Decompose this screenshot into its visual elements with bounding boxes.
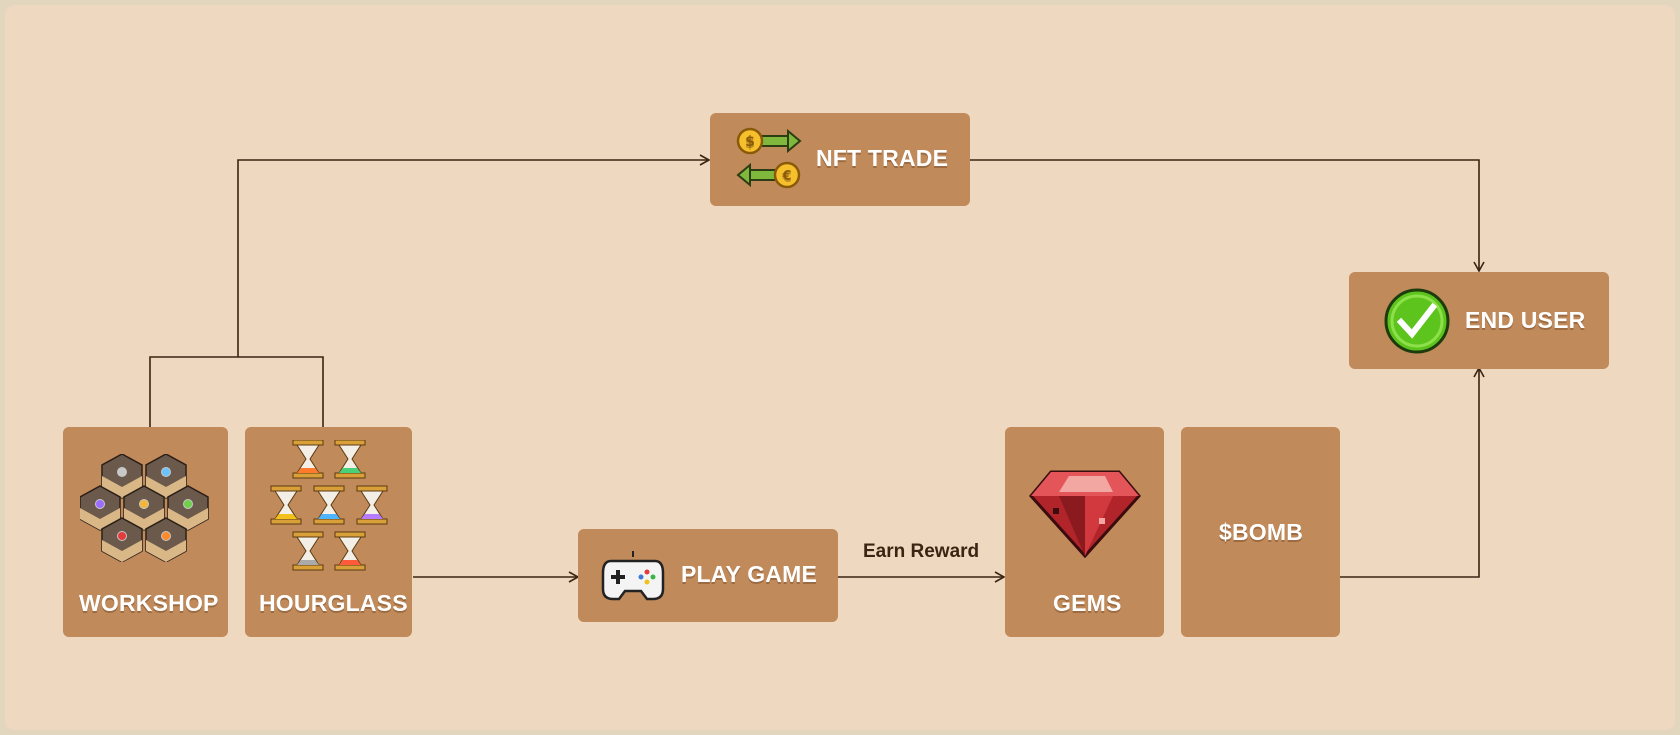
edge-to-nft-trade — [237, 154, 711, 357]
node-label-workshop: WORKSHOP — [79, 590, 219, 616]
node-label-gems: GEMS — [1053, 590, 1122, 616]
edge-nft-trade-to-end-user — [970, 159, 1485, 273]
node-nft-trade: $ € NFT TRADE — [710, 113, 970, 206]
node-end-user: END USER — [1349, 272, 1609, 369]
gamepad-icon — [601, 551, 665, 601]
hourglasses-icon — [270, 440, 388, 571]
node-label-hourglass: HOURGLASS — [259, 590, 408, 616]
node-bomb: $BOMB — [1181, 427, 1340, 637]
node-hourglass: HOURGLASS — [245, 427, 412, 637]
node-workshop: WORKSHOP — [63, 427, 228, 637]
edge-bomb-to-end-user — [1340, 366, 1485, 578]
node-gems: GEMS — [1005, 427, 1164, 637]
edge-workshop-bracket — [149, 356, 324, 427]
node-label-bomb: $BOMB — [1219, 519, 1304, 545]
node-play-game: PLAY GAME — [578, 529, 838, 622]
ruby-gem-icon — [1029, 470, 1141, 558]
workshop-rooms-icon — [80, 454, 209, 562]
node-label-end-user: END USER — [1465, 307, 1586, 333]
checkmark-icon — [1384, 288, 1450, 354]
node-label-play-game: PLAY GAME — [681, 561, 818, 587]
node-label-nft-trade: NFT TRADE — [816, 145, 949, 171]
svg-text:€: € — [781, 169, 791, 184]
svg-text:$: $ — [745, 134, 755, 150]
edge-label-earn-reward: Earn Reward — [863, 541, 980, 562]
coin-exchange-icon: $ € — [736, 127, 802, 189]
